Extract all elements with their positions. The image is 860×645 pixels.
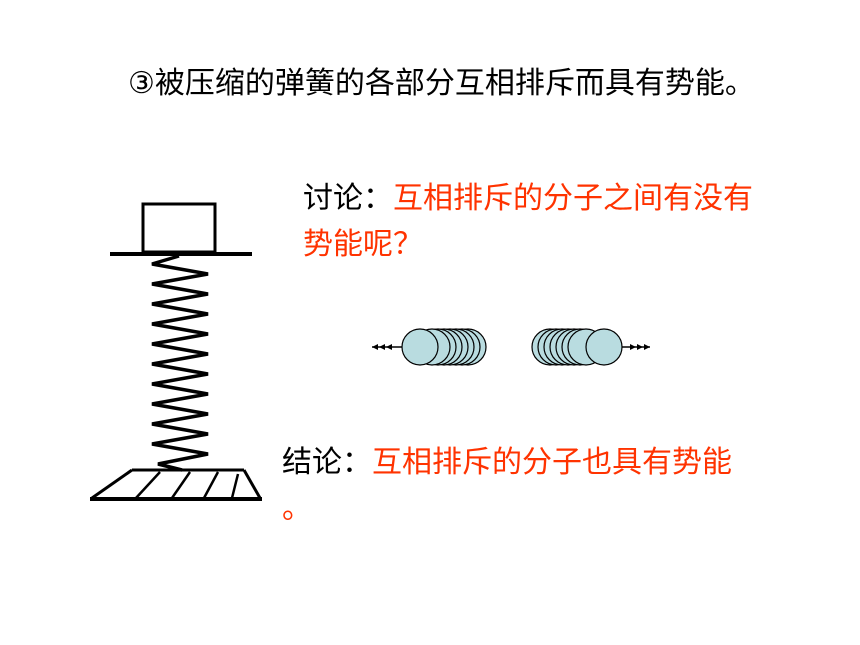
discussion-label: 讨论： [303,181,393,216]
heading-text: ③被压缩的弹簧的各部分互相排斥而具有势能。 [128,66,755,101]
left-motion-arrow [372,344,404,350]
left-molecule-group [401,328,487,366]
conclusion-end-mark: 。 [282,491,312,526]
conclusion-statement: 互相排斥的分子也具有势能 [372,445,732,480]
conclusion-label: 结论： [282,445,372,480]
right-molecule-group [531,328,623,366]
right-motion-arrow [622,344,650,350]
conclusion-text: 结论：互相排斥的分子也具有势能。 [282,440,812,532]
weight-block [141,202,217,254]
compressed-spring-illustration [90,202,262,501]
discussion-text: 讨论：互相排斥的分子之间有没有势能呢？ [303,176,773,268]
repelling-molecules-illustration [372,328,650,366]
spring-coil [151,254,209,472]
discussion-question: 互相排斥的分子之间有没有势能呢？ [303,181,753,262]
ground-base [90,468,262,501]
